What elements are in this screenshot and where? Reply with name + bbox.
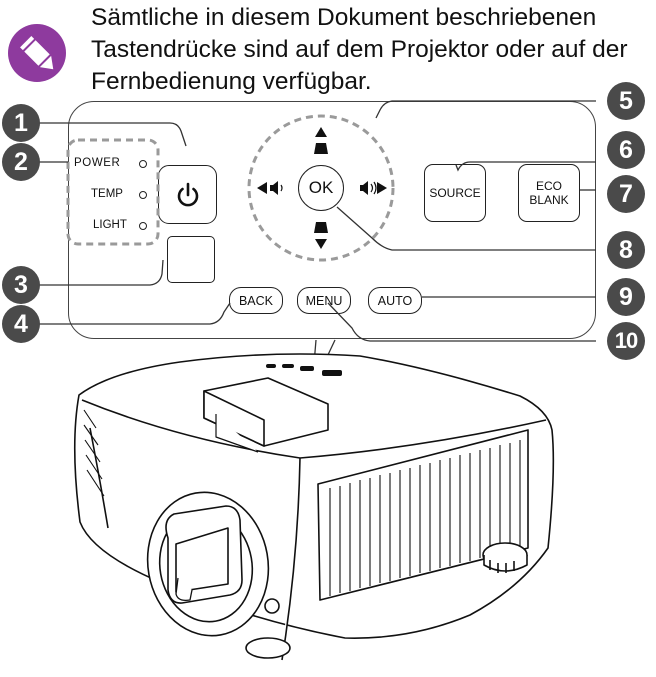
left-arrow-button[interactable] — [257, 181, 283, 195]
callout-8: 8 — [607, 231, 645, 269]
ok-button[interactable]: OK — [298, 165, 344, 211]
power-icon — [177, 182, 198, 206]
eco-blank-button[interactable]: ECO BLANK — [518, 164, 580, 222]
menu-button[interactable]: MENU — [297, 287, 351, 314]
right-arrow-button[interactable] — [360, 181, 387, 195]
callout-6: 6 — [607, 131, 645, 169]
power-button[interactable] — [158, 165, 217, 224]
light-led-label: LIGHT — [93, 219, 127, 231]
temp-led-label: TEMP — [91, 188, 123, 200]
power-led-label: POWER — [74, 157, 121, 169]
projector-illustration — [73, 353, 555, 661]
light-led-icon — [139, 222, 147, 230]
callout-4: 4 — [2, 305, 40, 343]
source-button[interactable]: SOURCE — [424, 164, 486, 222]
note-text: Sämtliche in diesem Dokument beschrieben… — [91, 4, 628, 95]
ir-sensor — [167, 236, 215, 283]
callout-7: 7 — [607, 175, 645, 213]
down-arrow-button[interactable] — [314, 222, 328, 249]
note-section: Sämtliche in diesem Dokument beschrieben… — [8, 0, 656, 100]
callout-10: 10 — [607, 322, 645, 360]
callout-3: 3 — [2, 266, 40, 304]
callout-2: 2 — [2, 143, 40, 181]
up-arrow-button[interactable] — [314, 127, 328, 154]
pencil-icon — [8, 24, 66, 82]
callout-5: 5 — [607, 82, 645, 120]
temp-led-icon — [139, 191, 147, 199]
callout-9: 9 — [607, 278, 645, 316]
callout-1: 1 — [2, 104, 40, 142]
power-led-icon — [139, 160, 147, 168]
back-button[interactable]: BACK — [229, 287, 283, 314]
auto-button[interactable]: AUTO — [368, 287, 422, 314]
